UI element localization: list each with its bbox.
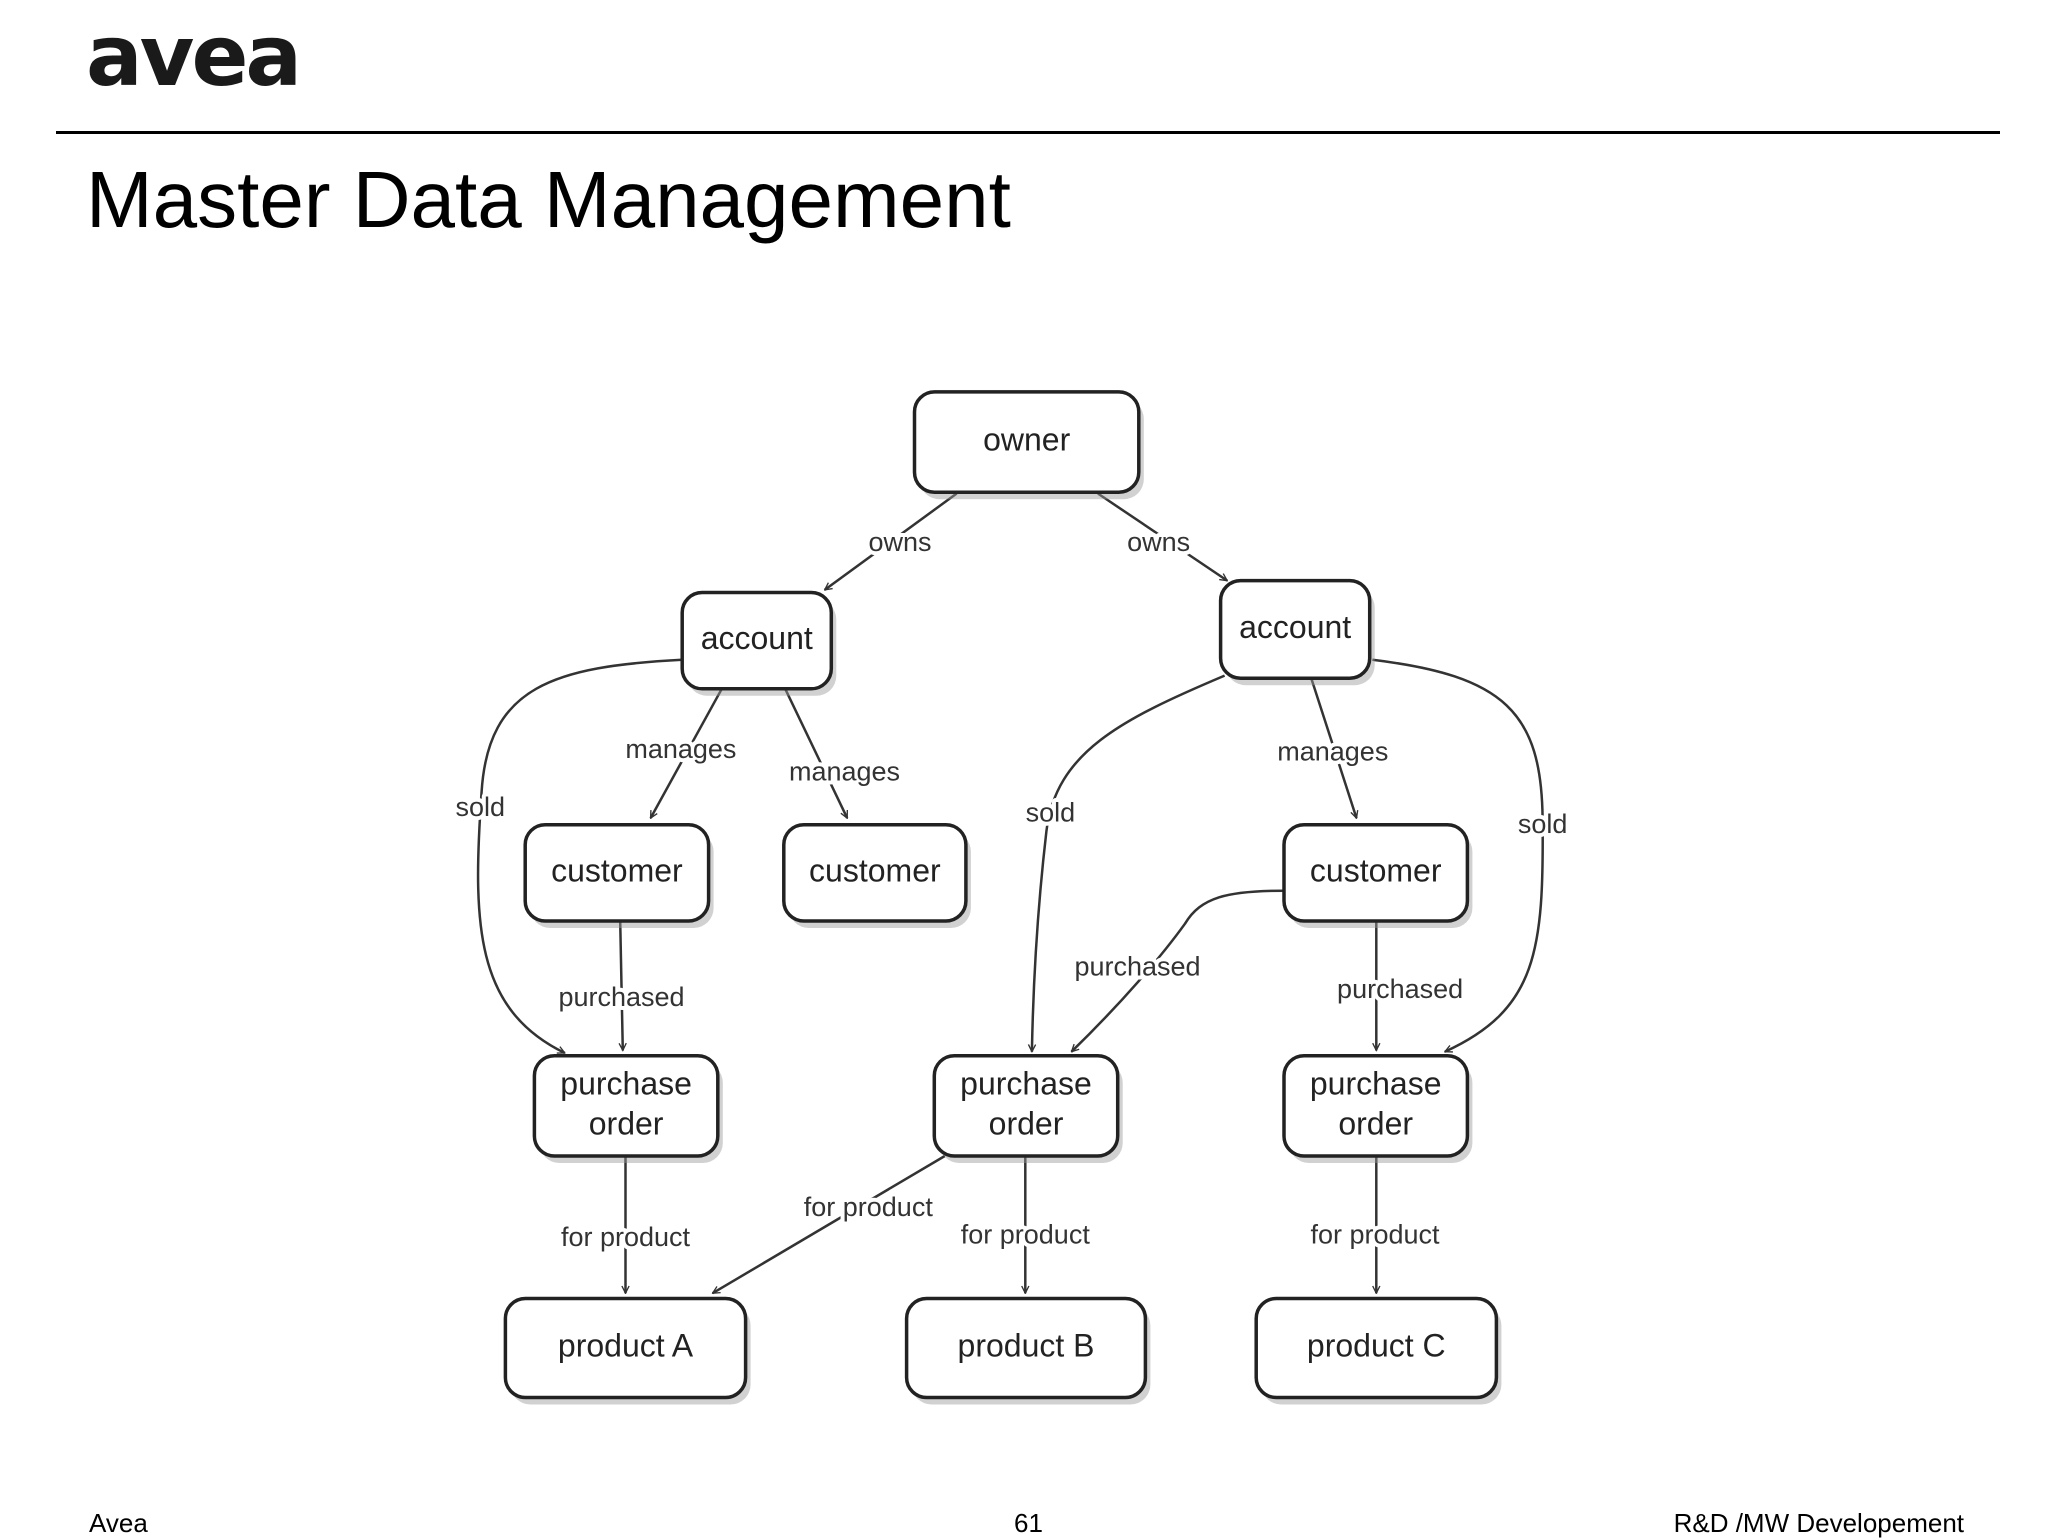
edge-sold-left	[476, 658, 683, 1055]
node-label: product C	[1307, 1327, 1446, 1363]
edge-label-purchased-2: purchased	[1074, 952, 1200, 982]
node-box	[1254, 1296, 1499, 1400]
node-box	[904, 1296, 1148, 1400]
node-label: order	[1338, 1105, 1413, 1141]
node-label: customer	[809, 852, 941, 888]
node-box	[532, 1053, 720, 1158]
edge-for-product-2	[713, 1154, 946, 1295]
node-label: account	[701, 620, 813, 656]
node-box	[680, 590, 834, 691]
node-box	[782, 822, 968, 923]
node-label: account	[1239, 609, 1351, 645]
node-owner: owner	[912, 390, 1144, 500]
edge-purchased-2	[1072, 889, 1285, 1052]
page-number: 61	[1014, 1508, 1043, 1538]
node-customer-2: customer	[782, 822, 971, 928]
node-label: owner	[983, 422, 1071, 458]
edge-manages-2	[784, 688, 849, 818]
edge-label-sold-middle: sold	[1026, 797, 1076, 827]
node-account-right: account	[1218, 578, 1375, 686]
edge-label-manages-3: manages	[1277, 737, 1388, 767]
node-box	[1282, 1053, 1470, 1158]
node-customer-3: customer	[1282, 822, 1473, 928]
edge-label-purchased-3: purchased	[1337, 974, 1463, 1004]
edge-purchased-1	[620, 921, 623, 1050]
footer-department: R&D /MW Developement	[1673, 1508, 1964, 1538]
edge-label-owns-right: owns	[1127, 527, 1190, 557]
node-box	[932, 1053, 1120, 1158]
edge-label-for-product-4: for product	[1310, 1220, 1440, 1250]
node-box	[523, 822, 711, 923]
header-divider	[56, 131, 2000, 134]
node-customer-1: customer	[523, 822, 714, 928]
node-purchase-order-2: purchase order	[932, 1053, 1123, 1163]
edge-label-for-product-1: for product	[561, 1222, 691, 1252]
edge-owns-right	[1097, 492, 1227, 582]
node-label: purchase	[1310, 1065, 1442, 1101]
node-product-c: product C	[1254, 1296, 1502, 1405]
edge-label-owns-left: owns	[868, 527, 931, 557]
node-label: order	[589, 1105, 664, 1141]
node-box	[1218, 578, 1372, 680]
edge-owns-left	[825, 492, 958, 591]
node-purchase-order-3: purchase order	[1282, 1053, 1473, 1163]
edge-label-for-product-2: for product	[804, 1192, 934, 1222]
node-label: purchase	[960, 1065, 1092, 1101]
node-label: customer	[1310, 852, 1442, 888]
edge-label-manages-1: manages	[625, 734, 736, 764]
node-label: product A	[558, 1327, 694, 1363]
node-box	[503, 1296, 748, 1400]
node-label: product B	[958, 1327, 1095, 1363]
node-box	[1282, 822, 1470, 923]
node-purchase-order-1: purchase order	[532, 1053, 723, 1163]
slide-title: Master Data Management	[86, 155, 1011, 244]
node-box	[912, 390, 1141, 494]
edge-label-manages-2: manages	[789, 756, 900, 786]
node-product-a: product A	[503, 1296, 751, 1405]
node-label: customer	[551, 852, 683, 888]
avea-logo: avea	[86, 7, 302, 105]
node-label: order	[989, 1105, 1064, 1141]
edge-manages-1	[649, 688, 723, 818]
edge-label-sold-left: sold	[456, 792, 506, 822]
node-label: purchase	[560, 1065, 692, 1101]
node-account-left: account	[680, 590, 837, 696]
edge-label-for-product-3: for product	[961, 1220, 1091, 1250]
edge-label-purchased-1: purchased	[558, 982, 684, 1012]
footer-company: Avea	[89, 1508, 148, 1538]
edge-sold-middle	[1032, 674, 1226, 1052]
node-product-b: product B	[904, 1296, 1151, 1405]
edge-label-sold-right: sold	[1518, 809, 1568, 839]
edge-manages-3	[1310, 679, 1357, 819]
edge-sold-right	[1372, 658, 1544, 1053]
